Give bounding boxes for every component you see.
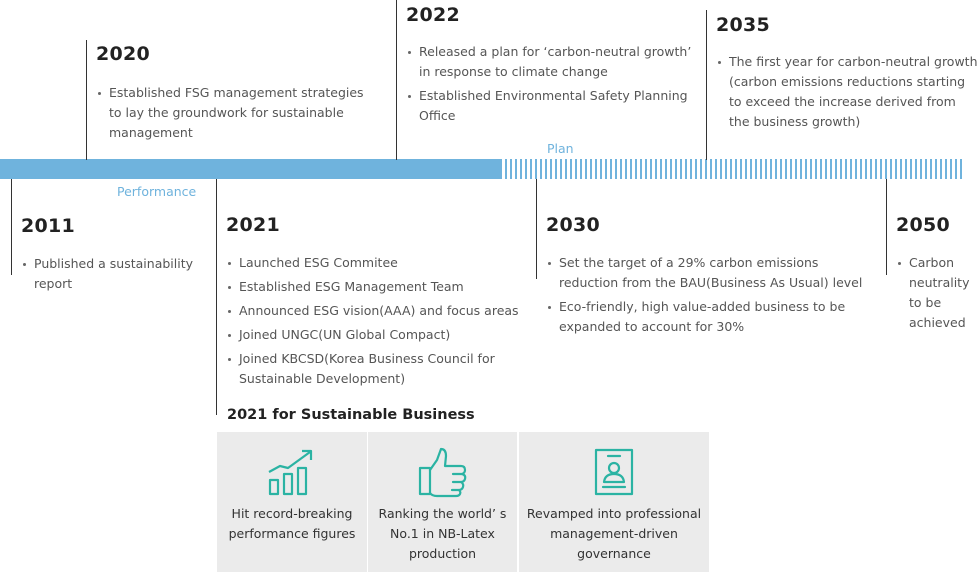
- milestone-2020-line: [86, 40, 87, 160]
- milestone-2035-year: 2035: [716, 14, 771, 36]
- milestone-2022-item: Established Environmental Safety Plannin…: [407, 86, 702, 126]
- sustainable-card-performance: Hit record-breaking performance figures: [217, 432, 367, 572]
- milestone-2020-year: 2020: [96, 43, 151, 65]
- sustainable-card-label: Hit record-breaking performance figures: [228, 506, 356, 541]
- milestone-2022-list: Released a plan for ‘carbon-neutral grow…: [407, 42, 702, 130]
- milestone-2050-list: Carbon neutrality to be achieved: [897, 253, 979, 337]
- milestone-2030-list: Set the target of a 29% carbon emissions…: [547, 253, 877, 341]
- thumbs-up-icon: [418, 447, 466, 498]
- milestone-2020-item: Established FSG management strategies to…: [97, 83, 372, 143]
- milestone-2021-item: Joined KBCSD(Korea Business Council for …: [227, 349, 527, 389]
- milestone-2011-year: 2011: [21, 215, 76, 237]
- milestone-2050-item: Carbon neutrality to be achieved: [897, 253, 979, 333]
- milestone-2021-year: 2021: [226, 214, 281, 236]
- milestone-2021-list: Launched ESG Commitee Established ESG Ma…: [227, 253, 527, 393]
- timeline-performance-bar: [0, 159, 500, 179]
- milestone-2035-item: The first year for carbon-neutral growth…: [717, 52, 979, 132]
- sustainable-business-title: 2021 for Sustainable Business: [227, 407, 475, 423]
- milestone-2035-line: [706, 10, 707, 160]
- milestone-2022-year: 2022: [406, 4, 461, 26]
- milestone-2021-item: Joined UNGC(UN Global Compact): [227, 325, 527, 345]
- growth-chart-icon: [268, 449, 313, 496]
- milestone-2035-list: The first year for carbon-neutral growth…: [717, 52, 979, 136]
- milestone-2030-line: [536, 179, 537, 279]
- sustainable-card-label: Revamped into professional management-dr…: [526, 506, 702, 561]
- milestone-2050-line: [886, 179, 887, 275]
- milestone-2011-list: Published a sustainability report: [22, 254, 207, 298]
- milestone-2021-line: [216, 179, 217, 415]
- milestone-2021-item: Established ESG Management Team: [227, 277, 527, 297]
- milestone-2050-year: 2050: [896, 214, 951, 236]
- performance-label: Performance: [117, 184, 197, 199]
- plan-label: Plan: [547, 141, 574, 156]
- milestone-2022-item: Released a plan for ‘carbon-neutral grow…: [407, 42, 702, 82]
- milestone-2030-year: 2030: [546, 214, 601, 236]
- sustainable-card-label: Ranking the world’ s No.1 in NB-Latex pr…: [378, 506, 507, 561]
- sustainable-card-ranking: Ranking the world’ s No.1 in NB-Latex pr…: [368, 432, 517, 572]
- milestone-2022-line: [396, 0, 397, 160]
- milestone-2030-item: Eco-friendly, high value-added business …: [547, 297, 877, 337]
- milestone-2011-item: Published a sustainability report: [22, 254, 207, 294]
- milestone-2021-item: Launched ESG Commitee: [227, 253, 527, 273]
- milestone-2020-list: Established FSG management strategies to…: [97, 83, 372, 147]
- milestone-2011-line: [11, 179, 12, 275]
- milestone-2021-item: Announced ESG vision(AAA) and focus area…: [227, 301, 527, 321]
- milestone-2030-item: Set the target of a 29% carbon emissions…: [547, 253, 877, 293]
- sustainable-card-governance: Revamped into professional management-dr…: [519, 432, 709, 572]
- timeline-plan-bar: [500, 159, 964, 179]
- id-badge-icon: [594, 448, 634, 496]
